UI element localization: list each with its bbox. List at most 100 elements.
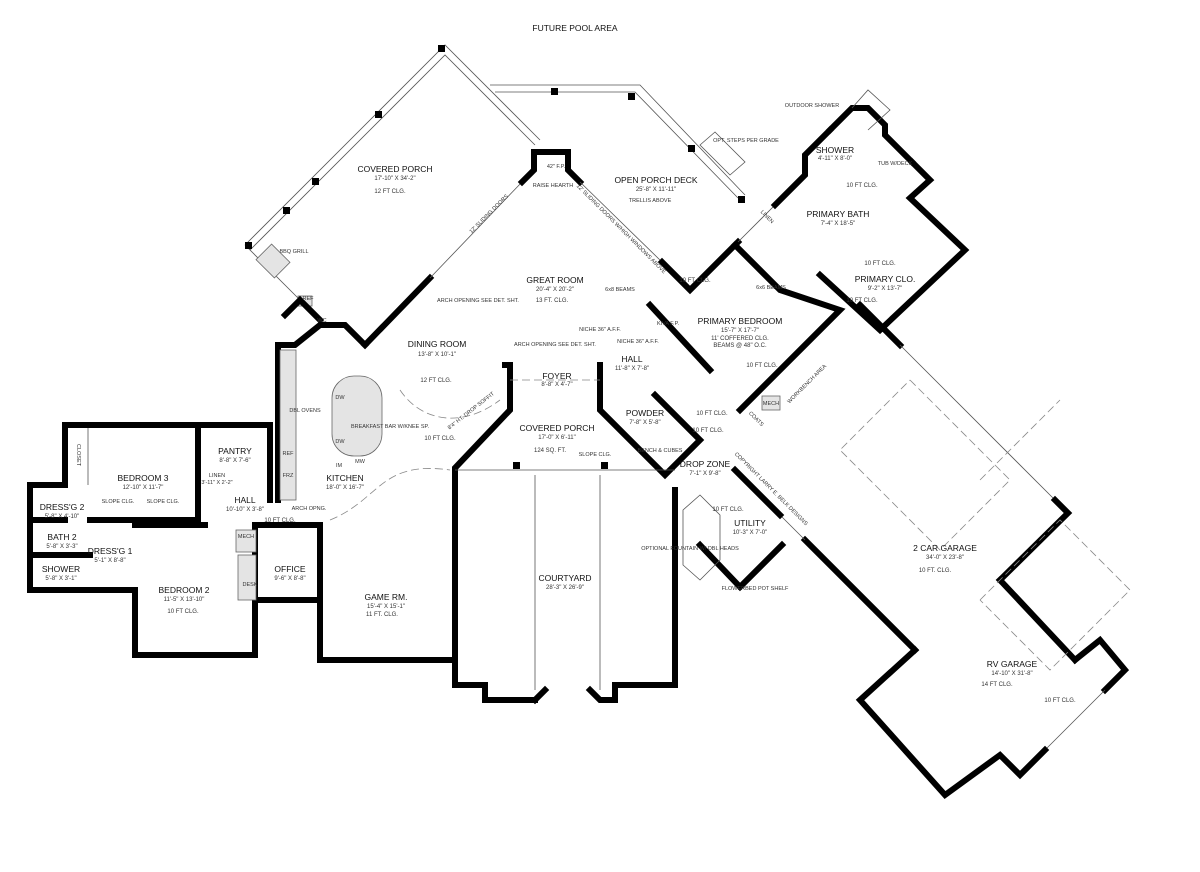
svg-text:7'-8" X 5'-8": 7'-8" X 5'-8" [629, 420, 660, 426]
svg-text:DINING ROOM: DINING ROOM [408, 339, 467, 349]
svg-text:MECH: MECH [238, 534, 254, 540]
svg-text:PANTRY: PANTRY [218, 446, 252, 456]
svg-text:10 FT. CLG.: 10 FT. CLG. [919, 568, 952, 574]
svg-text:ARCH OPENING SEE DET. SHT.: ARCH OPENING SEE DET. SHT. [437, 298, 519, 304]
svg-text:DRESS'G 1: DRESS'G 1 [88, 546, 133, 556]
svg-text:11'-8" X 7'-8": 11'-8" X 7'-8" [615, 366, 649, 372]
svg-text:10 FT CLG.: 10 FT CLG. [1044, 698, 1076, 704]
room-bath-2: BATH 2 5'-8" X 3'-3" [46, 532, 77, 550]
svg-text:10 FT CLG.: 10 FT CLG. [864, 261, 896, 267]
room-dressing-1: DRESS'G 1 5'-1" X 8'-8" [88, 546, 133, 564]
svg-text:PRIMARY BEDROOM: PRIMARY BEDROOM [698, 316, 783, 326]
svg-text:13 FT. CLG.: 13 FT. CLG. [536, 298, 569, 304]
svg-text:HALL: HALL [621, 354, 643, 364]
svg-text:PRIMARY BATH: PRIMARY BATH [807, 209, 870, 219]
svg-text:DRESS'G 2: DRESS'G 2 [40, 502, 85, 512]
room-courtyard: COURTYARD 28'-3" X 26'-9" [538, 573, 591, 591]
room-bedroom-2: BEDROOM 2 11'-5" X 13'-10" 10 FT CLG. [158, 585, 209, 615]
svg-text:10 FT CLG.: 10 FT CLG. [696, 411, 728, 417]
svg-text:BENCH & CUBES: BENCH & CUBES [638, 448, 683, 454]
svg-text:OUTDOOR SHOWER: OUTDOOR SHOWER [785, 103, 839, 109]
svg-text:10 FT CLG.: 10 FT CLG. [679, 278, 711, 284]
svg-text:SLOPE CLG.: SLOPE CLG. [102, 499, 135, 505]
room-kitchen: KITCHEN 18'-0" X 16'-7" 10 FT CLG. [326, 436, 456, 491]
svg-text:8'-8" X 7'-6": 8'-8" X 7'-6" [219, 458, 250, 464]
room-linen: LINEN 3'-11" X 2'-2" [201, 473, 232, 486]
svg-text:UTILITY: UTILITY [734, 518, 766, 528]
svg-text:28'-3" X 26'-9": 28'-3" X 26'-9" [546, 585, 584, 591]
svg-text:REF: REF [303, 296, 315, 302]
svg-text:25'-8" X 11'-11": 25'-8" X 11'-11" [636, 187, 676, 193]
svg-text:FRZ: FRZ [283, 473, 294, 479]
plan-notes: OUTDOOR SHOWER OPT. STEPS PER GRADE BBQ … [75, 103, 1076, 704]
svg-text:5'-8" X 3'-3": 5'-8" X 3'-3" [46, 544, 77, 550]
svg-text:9'-6" X 8'-8": 9'-6" X 8'-8" [274, 576, 305, 582]
svg-text:OFFICE: OFFICE [274, 564, 305, 574]
room-primary-bedroom: PRIMARY BEDROOM 15'-7" X 17'-7" 11' COFF… [698, 316, 783, 349]
svg-text:10 FT CLG.: 10 FT CLG. [846, 183, 878, 189]
svg-text:OPEN PORCH DECK: OPEN PORCH DECK [614, 175, 697, 185]
svg-text:FOYER: FOYER [542, 371, 571, 381]
room-shower-2: SHOWER 5'-8" X 3'-1" [42, 564, 80, 582]
svg-text:RV GARAGE: RV GARAGE [987, 659, 1038, 669]
walls [27, 89, 1131, 800]
room-pantry: PANTRY 8'-8" X 7'-6" [218, 446, 252, 464]
svg-text:124 SQ. FT.: 124 SQ. FT. [534, 448, 566, 454]
svg-text:NICHE 36" A.F.F.: NICHE 36" A.F.F. [617, 339, 659, 345]
svg-text:GAME RM.: GAME RM. [365, 592, 408, 602]
svg-text:ARCH OPENING SEE DET. SHT.: ARCH OPENING SEE DET. SHT. [514, 342, 596, 348]
svg-text:7'-1" X 9'-8": 7'-1" X 9'-8" [689, 471, 720, 477]
svg-text:BEDROOM 3: BEDROOM 3 [117, 473, 168, 483]
svg-text:LINEN: LINEN [759, 209, 775, 225]
svg-text:DW: DW [335, 439, 345, 445]
svg-text:8'4" HT. DROP SOFFIT: 8'4" HT. DROP SOFFIT [447, 391, 496, 431]
svg-text:LINEN: LINEN [209, 473, 225, 479]
svg-text:IM: IM [336, 463, 343, 469]
svg-text:POWDER: POWDER [626, 408, 664, 418]
svg-text:6x8 BEAMS: 6x8 BEAMS [605, 287, 635, 293]
svg-text:14 FT CLG.: 14 FT CLG. [981, 682, 1013, 688]
room-covered-porch-front: COVERED PORCH 17'-0" X 6'-11" 124 SQ. FT… [519, 423, 594, 454]
svg-text:BBQ GRILL: BBQ GRILL [279, 249, 308, 255]
svg-text:SHOWER: SHOWER [816, 145, 854, 155]
svg-text:MW: MW [355, 459, 366, 465]
svg-text:10 FT CLG.: 10 FT CLG. [712, 507, 744, 513]
svg-text:PRIMARY CLO.: PRIMARY CLO. [855, 274, 916, 284]
svg-text:2 CAR GARAGE: 2 CAR GARAGE [913, 543, 977, 553]
room-office: OFFICE 9'-6" X 8'-8" [274, 564, 306, 582]
svg-text:REF: REF [283, 451, 295, 457]
svg-text:BREAKFAST BAR W/KNEE SP.: BREAKFAST BAR W/KNEE SP. [351, 424, 430, 430]
svg-text:12 FT CLG.: 12 FT CLG. [420, 378, 452, 384]
room-primary-shower: SHOWER 4'-11" X 8'-0" [816, 145, 854, 162]
svg-text:6x6 BEAMS: 6x6 BEAMS [756, 285, 786, 291]
svg-text:13'-8" X 10'-1": 13'-8" X 10'-1" [418, 352, 456, 358]
svg-text:COPYRIGHT LARRY E. BELK DESIGN: COPYRIGHT LARRY E. BELK DESIGNS [733, 452, 809, 528]
svg-text:10'-10" X 3'-8": 10'-10" X 3'-8" [226, 507, 264, 513]
svg-text:10 FT CLG.: 10 FT CLG. [424, 436, 456, 442]
room-powder: POWDER 7'-8" X 5'-8" [626, 408, 664, 426]
svg-text:12 FT CLG.: 12 FT CLG. [374, 189, 406, 195]
svg-text:FLOWERBED POT SHELF: FLOWERBED POT SHELF [722, 586, 789, 592]
svg-text:DROP ZONE: DROP ZONE [680, 459, 731, 469]
room-great-room: GREAT ROOM 20'-4" X 20'-2" 13 FT. CLG. [526, 275, 583, 304]
room-open-porch-deck: OPEN PORCH DECK 25'-8" X 11'-11" TRELLIS… [614, 175, 697, 204]
svg-text:SLOPE CLG.: SLOPE CLG. [147, 499, 180, 505]
room-hall-left: HALL 10'-10" X 3'-8" 10 FT CLG. [226, 495, 296, 524]
svg-text:10 FT CLG.: 10 FT CLG. [846, 298, 878, 304]
svg-text:OPTIONAL FOUNTAIN W/ DBL HEADS: OPTIONAL FOUNTAIN W/ DBL HEADS [641, 546, 739, 552]
svg-text:5'-8" X 3'-1": 5'-8" X 3'-1" [45, 576, 76, 582]
svg-text:SLOPE CLG.: SLOPE CLG. [579, 452, 612, 458]
svg-text:20'-4" X 20'-2": 20'-4" X 20'-2" [536, 287, 574, 293]
room-hall-right: HALL 11'-8" X 7'-8" [615, 354, 649, 372]
svg-text:OPT. STEPS PER GRADE: OPT. STEPS PER GRADE [713, 138, 779, 144]
svg-text:17'-0" X 6'-11": 17'-0" X 6'-11" [538, 435, 575, 441]
svg-text:10 FT CLG.: 10 FT CLG. [264, 518, 296, 524]
svg-text:COATS: COATS [747, 411, 765, 429]
svg-text:10 FT CLG.: 10 FT CLG. [692, 428, 724, 434]
svg-text:MECH: MECH [763, 401, 779, 407]
room-drop-zone: DROP ZONE 7'-1" X 9'-8" 10 FT CLG. [680, 428, 731, 477]
svg-text:ARCH OPNG.: ARCH OPNG. [292, 506, 327, 512]
svg-text:5'-8" X 4'-10": 5'-8" X 4'-10" [45, 514, 80, 520]
svg-text:KIVA F.P.: KIVA F.P. [657, 321, 680, 327]
